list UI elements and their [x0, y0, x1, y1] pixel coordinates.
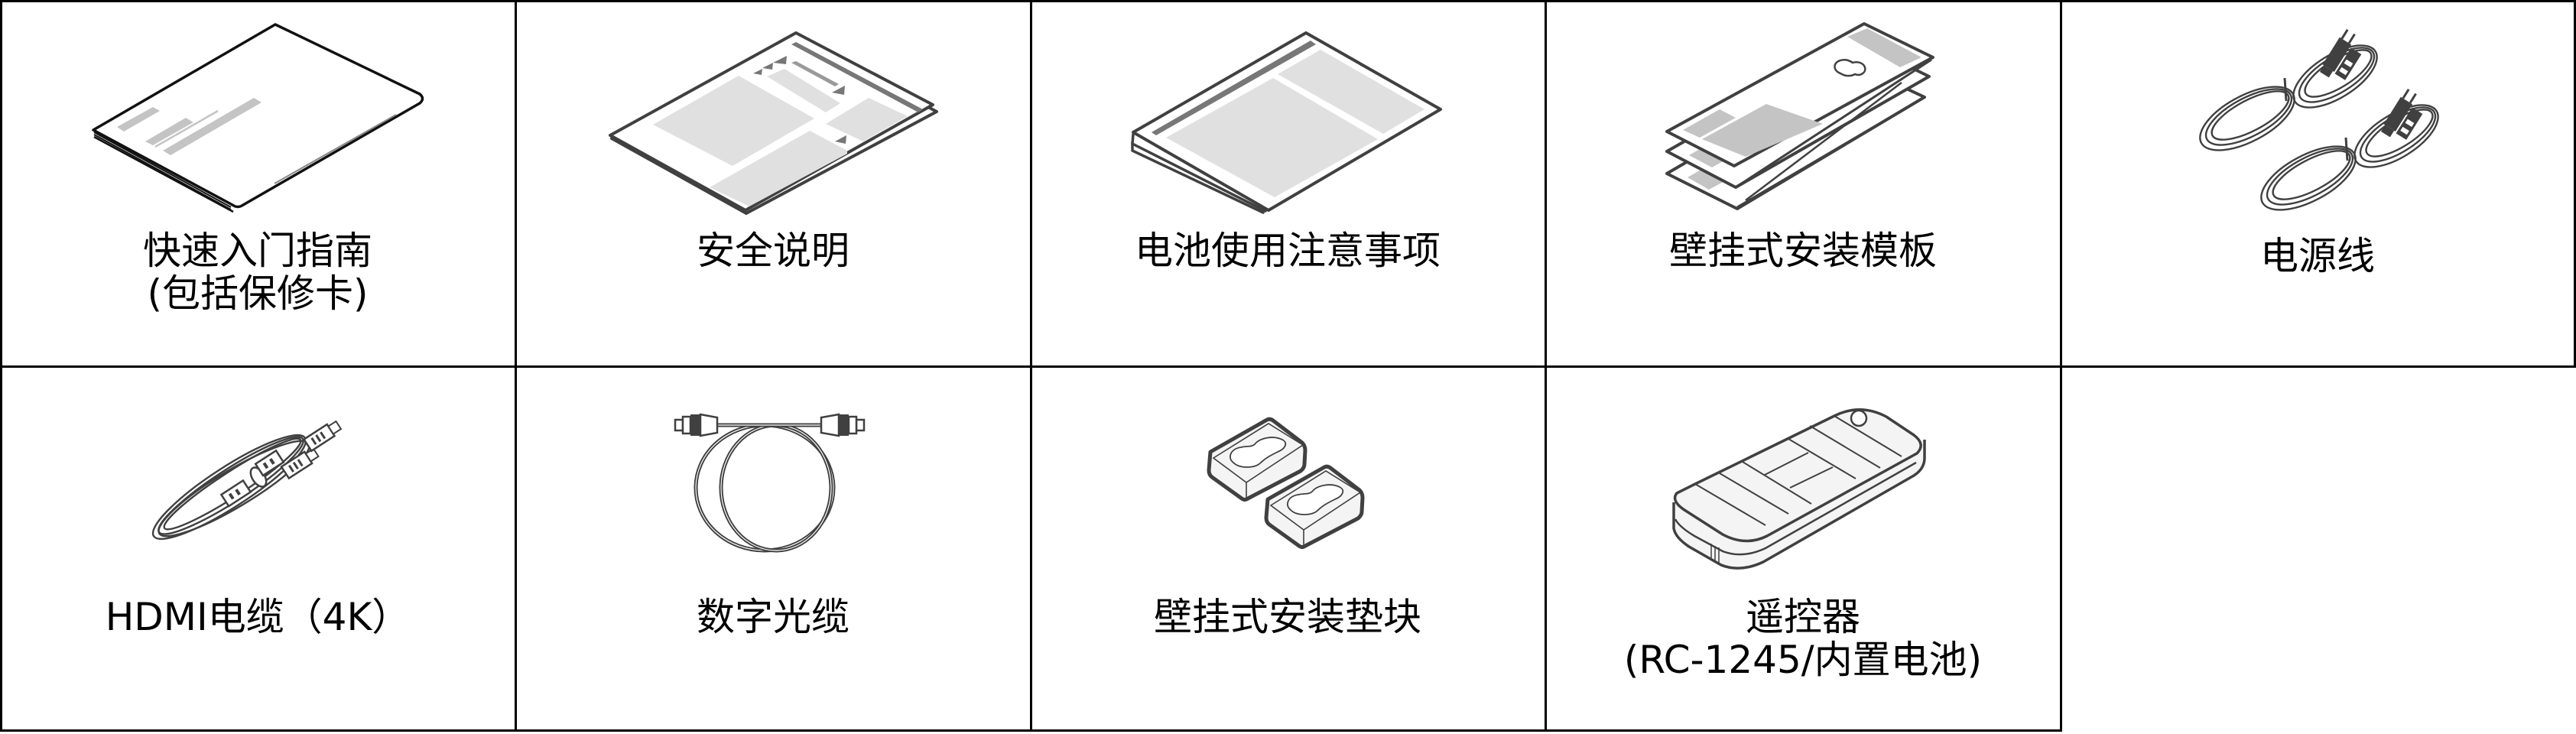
power-cord-2: [2260, 88, 2439, 211]
label-line-1: HDMI电缆（4K）: [105, 595, 411, 639]
spacer-block-1: [1207, 417, 1307, 502]
battery-precautions-leaflet-icon: [1131, 31, 1442, 214]
accessory-cell-safety-instructions: 安全说明: [515, 0, 1031, 365]
grid-line-col-2: [1030, 0, 1032, 732]
power-cord-icon: [2199, 28, 2439, 211]
accessory-cell-power-cord: 电源线: [2060, 0, 2575, 365]
wall-mount-template-icon: [1665, 22, 1934, 210]
label-line-1: 壁挂式安装垫块: [1154, 595, 1421, 639]
remote-control-icon: [1672, 408, 1926, 570]
safety-instructions-leaflet-icon: [609, 31, 938, 215]
quick-start-guide-booklet-icon: [92, 23, 424, 213]
accessory-cell-wall-mount-template: 壁挂式安装模板: [1545, 0, 2061, 365]
grid-line-middle: [0, 365, 2576, 368]
accessory-cell-wall-mount-spacer: 壁挂式安装垫块: [1030, 366, 1545, 732]
optical-connector-left: [674, 413, 719, 437]
accessory-label: 快速入门指南 (包括保修卡): [0, 229, 515, 315]
accessory-label: 电源线: [2060, 235, 2575, 278]
grid-line-col-3: [1545, 0, 1547, 732]
label-line-1: 遥控器: [1746, 595, 1860, 639]
label-line-1: 快速入门指南: [143, 229, 372, 273]
grid-line-col-1: [515, 0, 517, 732]
empty-cell: [2060, 366, 2575, 732]
label-line-1: 壁挂式安装模板: [1669, 229, 1937, 273]
accessory-cell-remote-control: 遥控器 (RC-1245/内置电池): [1545, 366, 2061, 732]
label-line-1: 数字光缆: [697, 595, 849, 639]
accessory-cell-battery-precautions: 电池使用注意事项: [1030, 0, 1545, 365]
accessory-label: 壁挂式安装垫块: [1030, 596, 1545, 638]
hdmi-cable-icon: [151, 420, 343, 541]
grid-line-col-0: [0, 0, 2, 732]
label-line-1: 电池使用注意事项: [1135, 229, 1441, 273]
accessory-cell-quick-start-guide: 快速入门指南 (包括保修卡): [0, 0, 515, 365]
grid-line-col-5: [2574, 0, 2576, 368]
accessory-label: HDMI电缆（4K）: [0, 596, 515, 638]
optical-cable-icon: [674, 413, 866, 553]
label-line-2: (包括保修卡): [147, 271, 369, 316]
grid-line-top: [0, 0, 2576, 2]
wall-mount-spacer-icon: [1207, 417, 1365, 549]
accessory-cell-hdmi-cable: HDMI电缆（4K）: [0, 366, 515, 732]
label-line-1: 安全说明: [697, 229, 849, 273]
accessory-label: 安全说明: [515, 229, 1031, 272]
spacer-block-2: [1264, 464, 1365, 549]
grid-line-col-4: [2060, 0, 2062, 732]
accessory-cell-optical-cable: 数字光缆: [515, 366, 1031, 732]
optical-connector-right: [820, 413, 866, 437]
accessory-label: 壁挂式安装模板: [1545, 229, 2061, 272]
accessory-label: 电池使用注意事项: [1030, 229, 1545, 272]
label-line-2: (RC-1245/内置电池): [1623, 638, 1983, 682]
label-line-1: 电源线: [2260, 234, 2375, 278]
accessory-label: 数字光缆: [515, 596, 1031, 638]
accessory-label: 遥控器 (RC-1245/内置电池): [1545, 596, 2061, 681]
power-cord-1: [2199, 28, 2378, 151]
